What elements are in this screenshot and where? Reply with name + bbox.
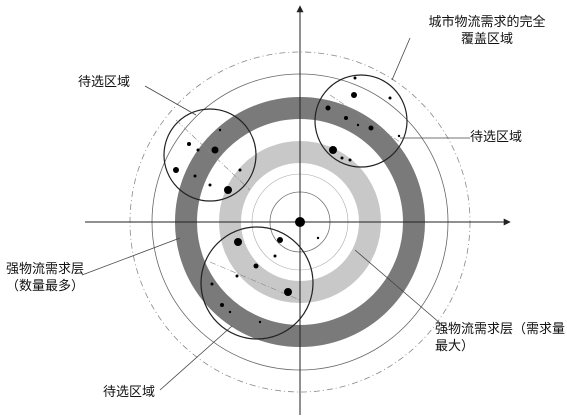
candidate-area-top-left — [163, 108, 257, 202]
coverage-area-label: 城市物流需求的完全 覆盖区域 — [428, 15, 546, 47]
candidate-area-bottom — [200, 226, 320, 340]
candidate-area-right — [314, 74, 408, 168]
candidate-area-label-top-left: 待选区域 — [78, 75, 131, 90]
center-dot — [295, 217, 305, 227]
strong-demand-layer-quantity-label: 强物流需求层（数量最多） — [6, 262, 85, 294]
leader-lines — [81, 37, 470, 391]
strong-demand-layer-max-label: 强物流需求层（需求量最大） — [435, 322, 566, 354]
candidate-area-label-bottom: 待选区域 — [103, 385, 156, 400]
candidate-area-label-right: 待选区域 — [470, 130, 523, 145]
